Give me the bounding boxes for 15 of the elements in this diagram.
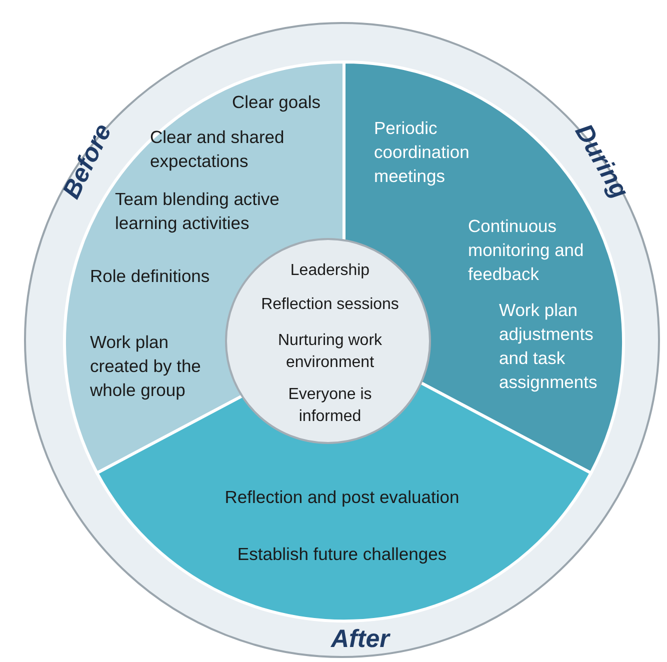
item-text: Team blending active learning activities [115, 188, 280, 236]
item-text: Everyone is informed [287, 385, 373, 428]
phase-heading: After [331, 627, 390, 652]
item-text: Work plan adjustments and task assignments [499, 299, 598, 394]
item-text: Continuous monitoring and feedback [468, 215, 585, 286]
item-text: Role definitions [90, 265, 211, 288]
item-text: Reflection sessions [260, 295, 400, 315]
item-text: Clear goals [232, 91, 322, 114]
item-text: Establish future challenges [236, 543, 448, 566]
item-text: Reflection and post evaluation [224, 486, 460, 509]
item-text: Leadership [289, 261, 371, 281]
item-text: Clear and shared expectations [150, 126, 286, 174]
item-text: Nurturing work environment [276, 331, 384, 374]
item-text: Periodic coordination meetings [374, 117, 470, 188]
item-text: Work plan created by the whole group [90, 331, 202, 402]
